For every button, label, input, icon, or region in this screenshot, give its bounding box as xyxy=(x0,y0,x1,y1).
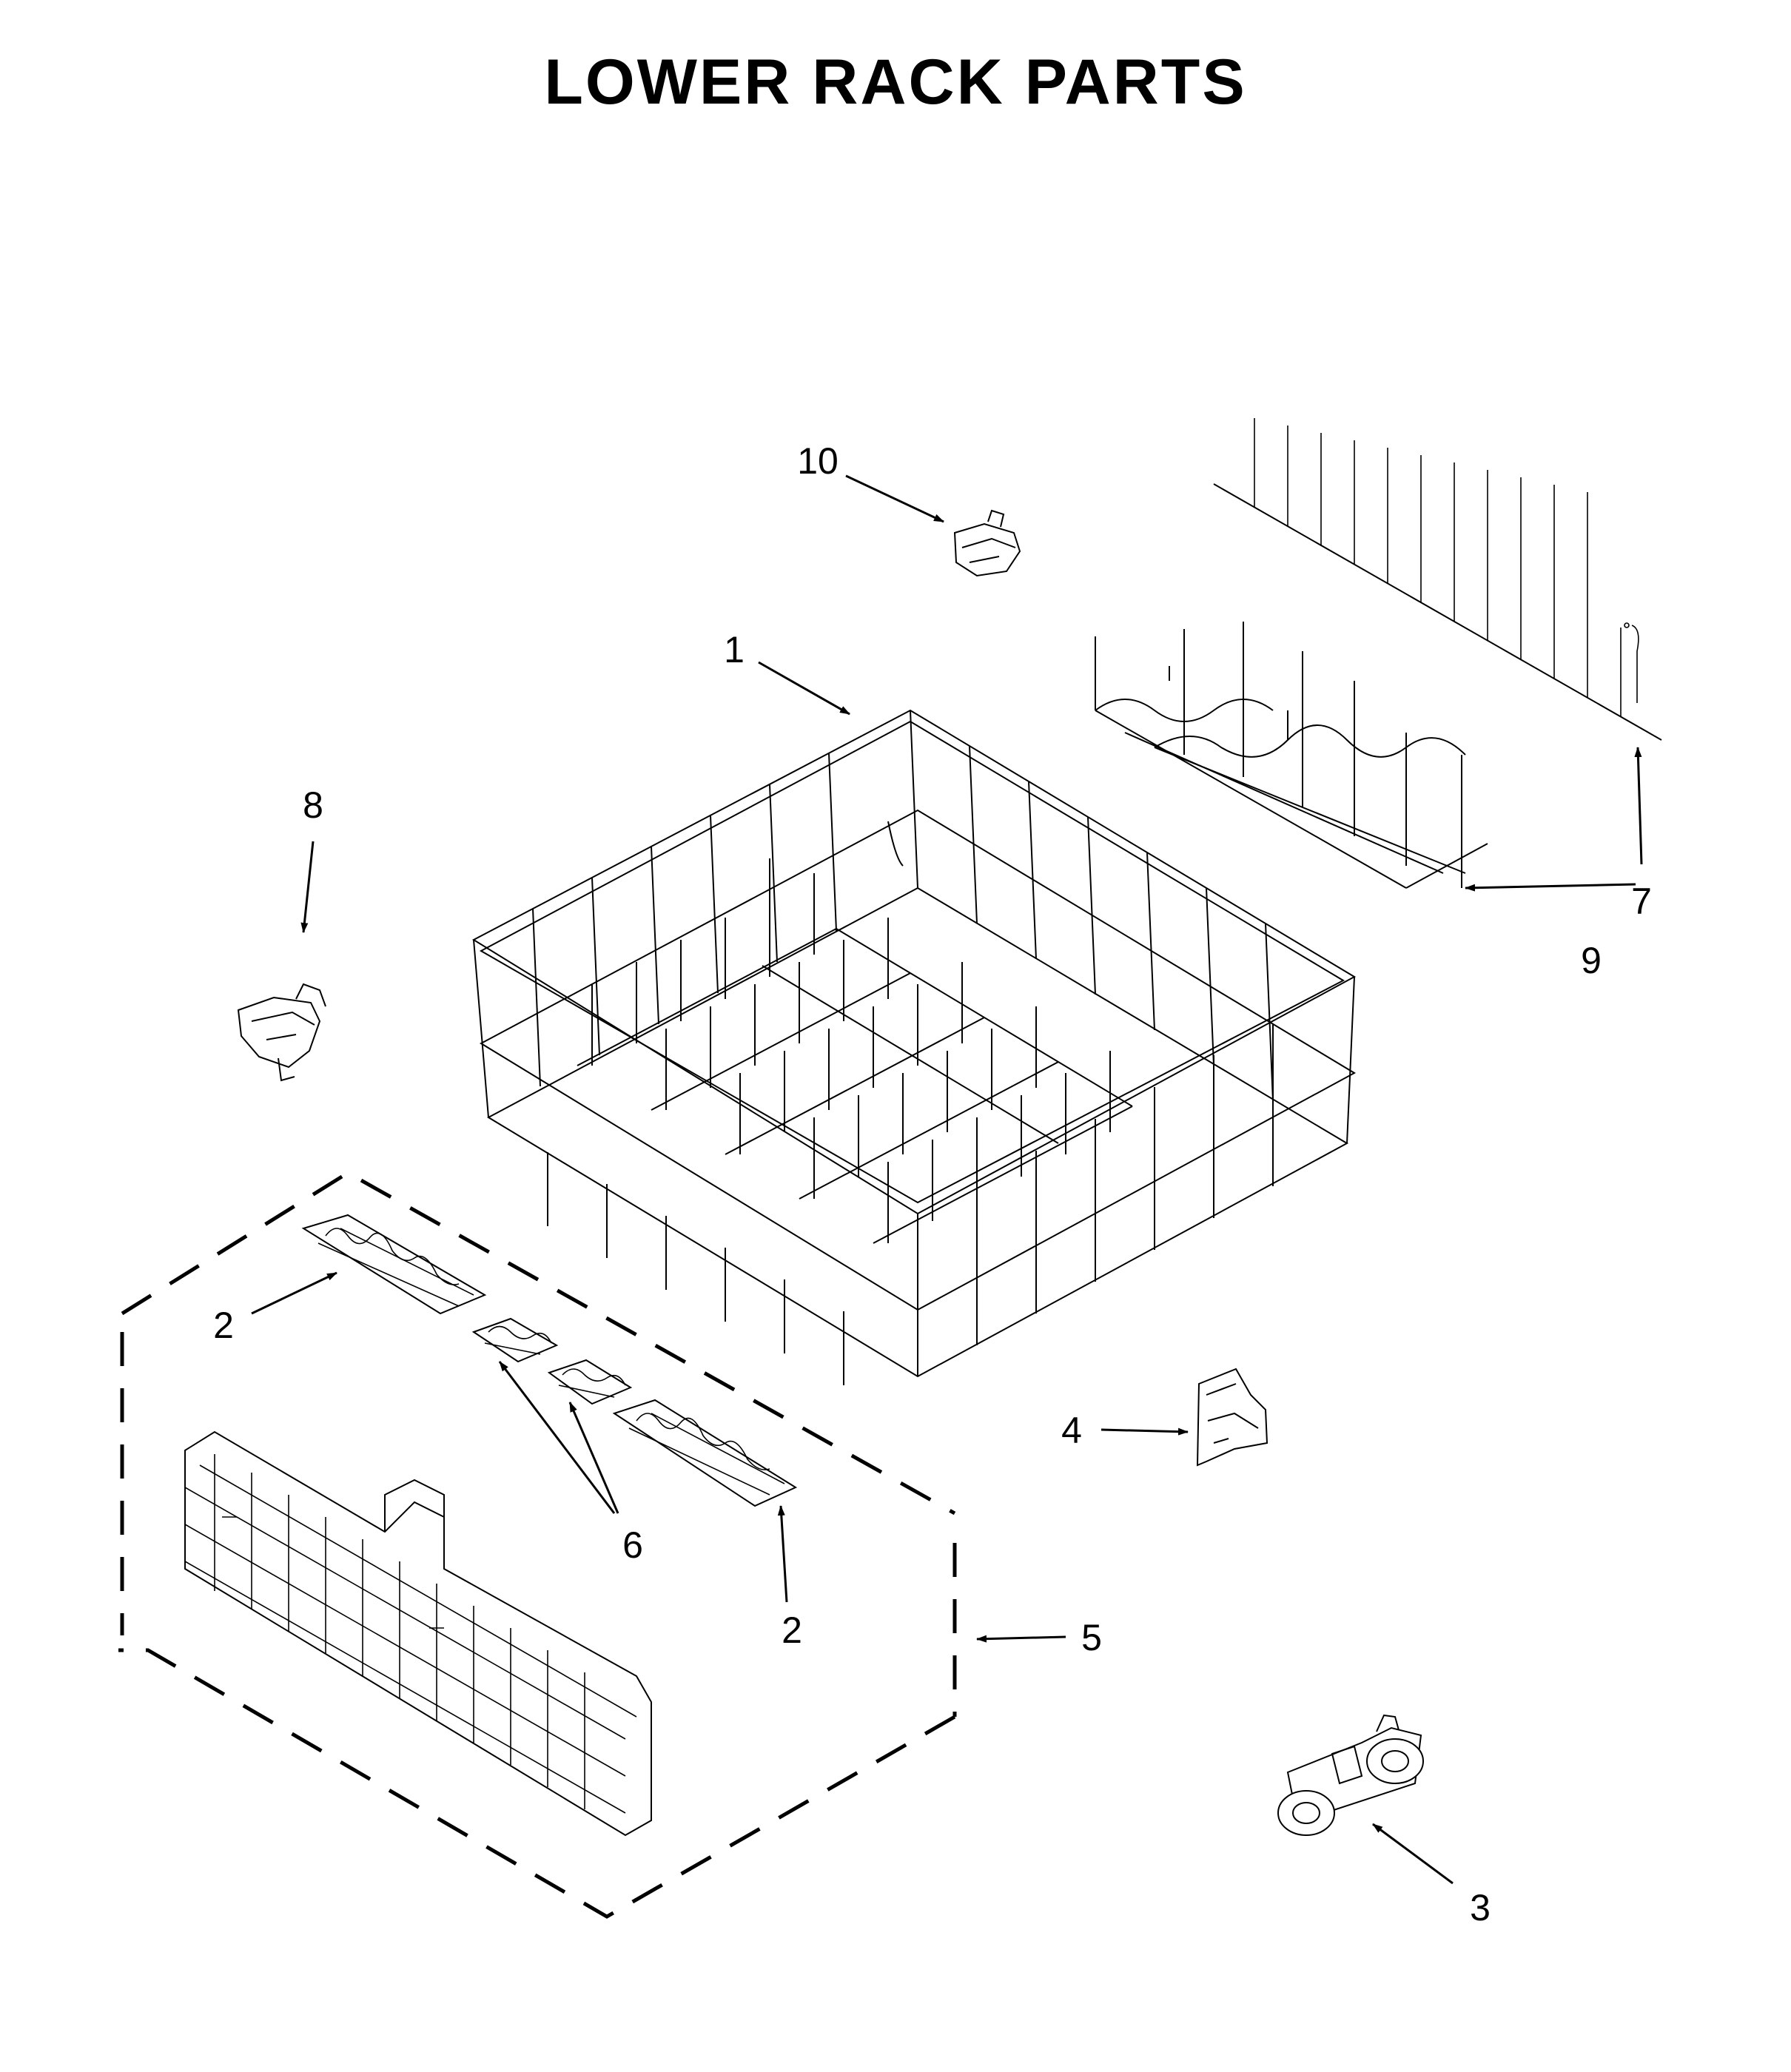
part-7-tub-wall xyxy=(1213,418,1662,741)
part-3-wheel-assembly xyxy=(1277,1714,1424,1836)
part-6-small-lid-a xyxy=(471,1317,559,1363)
part-9-wire-insert xyxy=(1095,622,1488,889)
callout-5: 5 xyxy=(1081,1617,1102,1658)
callout-leaders xyxy=(251,474,1643,1885)
callout-3: 3 xyxy=(1470,1887,1491,1928)
part-10-clip xyxy=(953,509,1021,577)
callout-1: 1 xyxy=(724,629,745,670)
callout-6: 6 xyxy=(622,1524,643,1566)
callout-2-upper: 2 xyxy=(213,1305,234,1346)
callout-10: 10 xyxy=(797,440,839,482)
callout-labels: 1 2 2 3 4 5 6 7 8 9 10 xyxy=(213,440,1652,1928)
callout-4: 4 xyxy=(1061,1410,1082,1451)
callout-7: 7 xyxy=(1631,881,1652,922)
callout-9: 9 xyxy=(1581,940,1602,981)
part-6-small-lid-b xyxy=(547,1359,633,1405)
callout-2-lower: 2 xyxy=(782,1610,802,1651)
callout-8: 8 xyxy=(303,784,323,826)
part-5-basket-group-boundary xyxy=(118,1171,957,1919)
part-4-bracket xyxy=(1196,1368,1269,1467)
silverware-basket xyxy=(184,1430,652,1837)
part-2-lid-lower xyxy=(612,1399,798,1507)
part-2-lid-upper xyxy=(301,1214,487,1315)
page-title: LOWER RACK PARTS xyxy=(544,47,1247,118)
part-8-clip xyxy=(237,983,326,1082)
part-1-lower-rack xyxy=(471,709,1357,1385)
